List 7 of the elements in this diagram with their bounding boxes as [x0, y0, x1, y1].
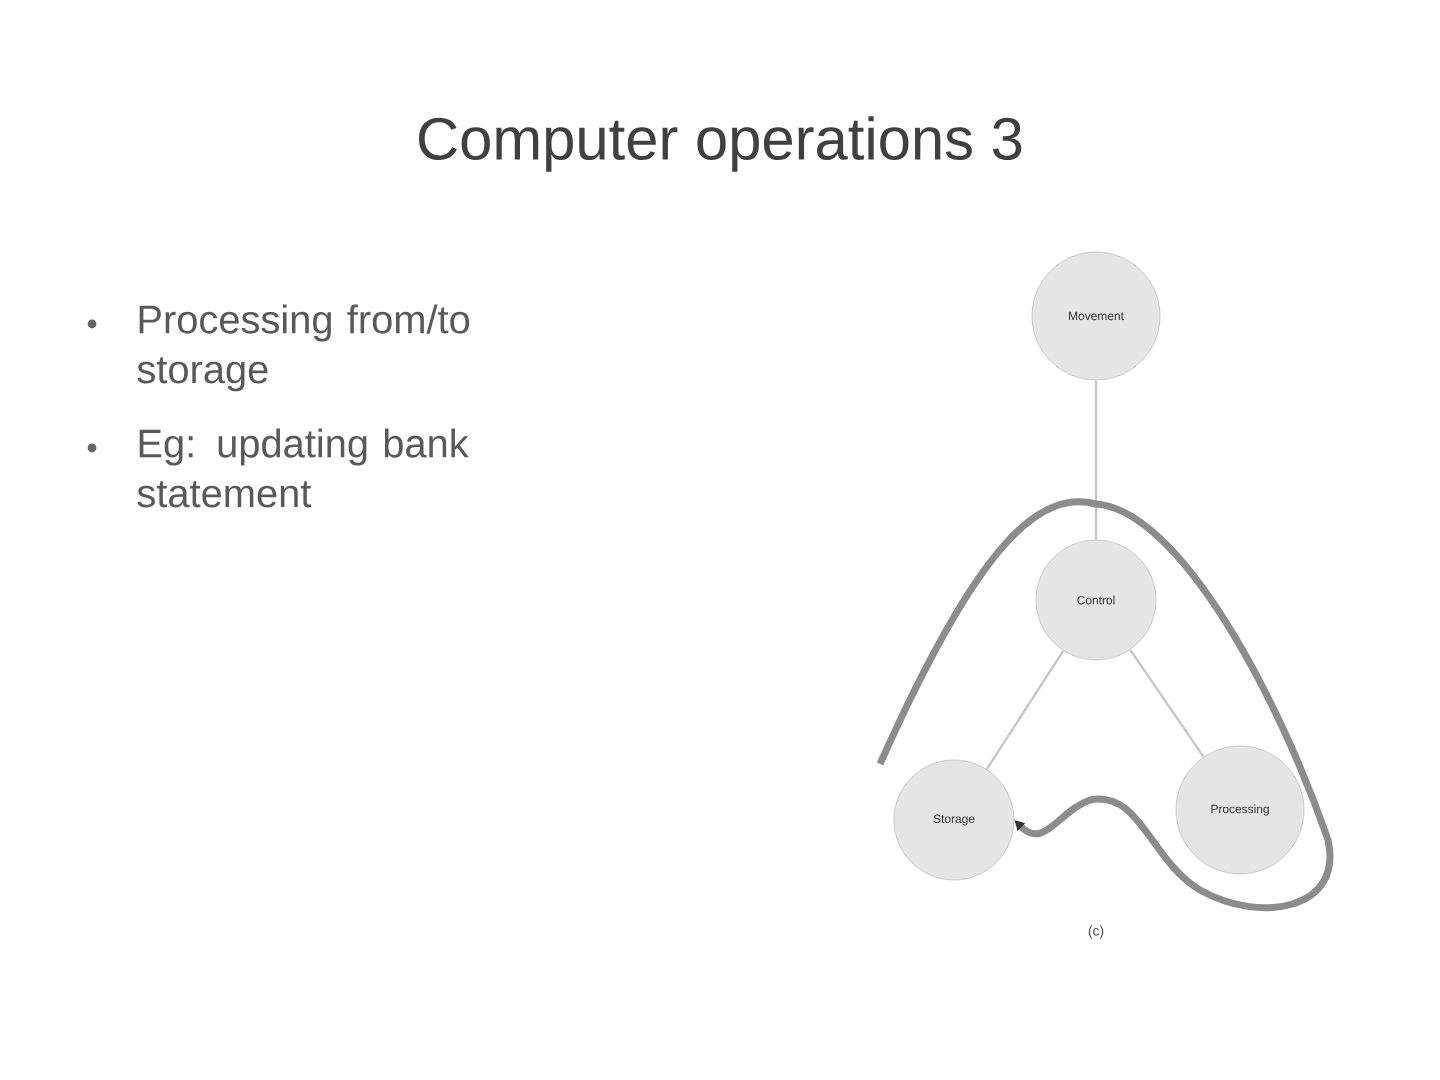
bullet-text: Eg: updating bank statement	[137, 428, 469, 508]
connector-line	[1094, 380, 1098, 540]
loop-arrow	[876, 498, 1334, 911]
connector-line	[1129, 649, 1205, 758]
slide-title: Computer operations 3	[419, 116, 1022, 172]
bullet-text: Processing from/to storage	[137, 304, 470, 392]
connector-line	[985, 650, 1065, 770]
